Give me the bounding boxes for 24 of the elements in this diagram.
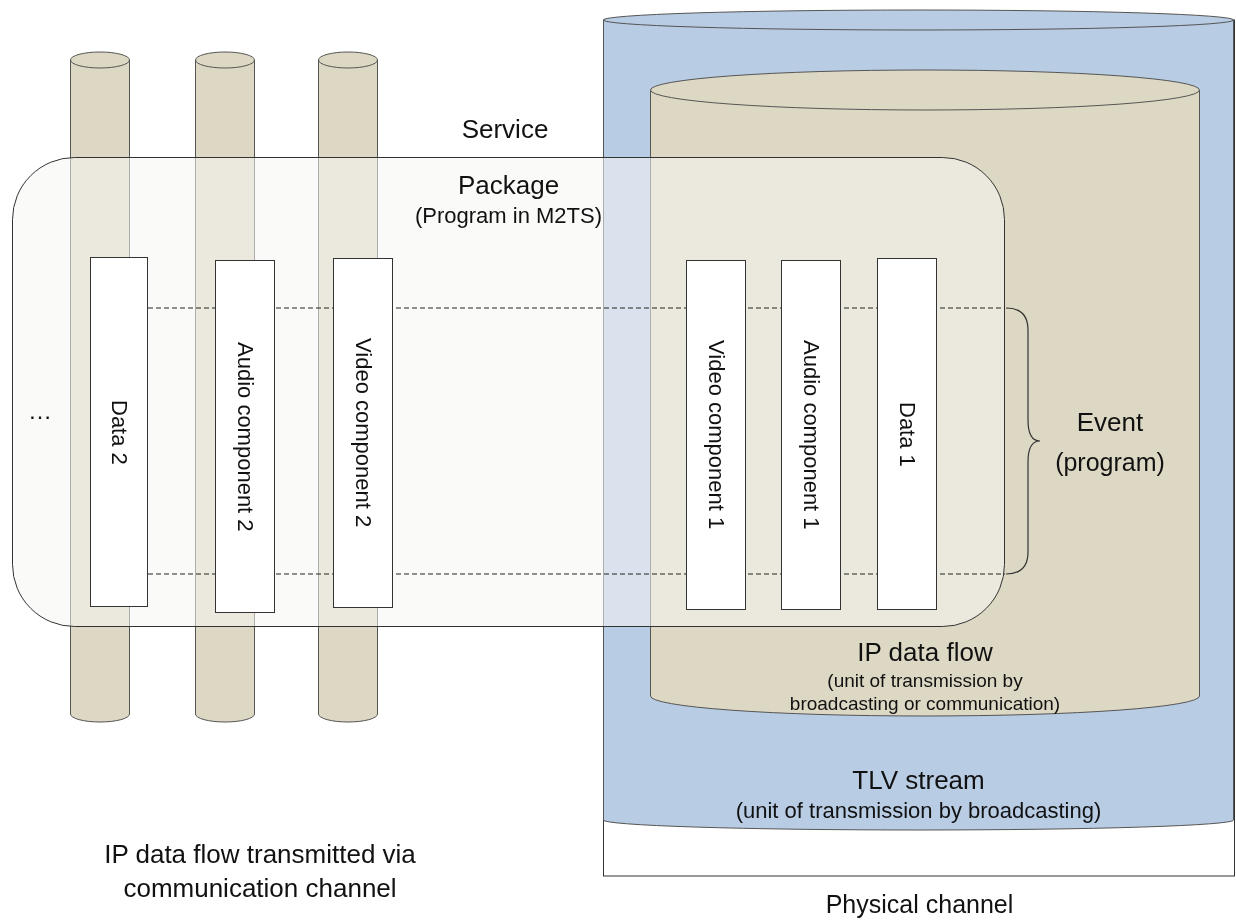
ellipsis: … xyxy=(27,396,53,426)
component-label: Data 2 xyxy=(108,399,130,465)
cylinder-title: TLV stream xyxy=(852,764,985,797)
event-label: (program) xyxy=(1054,447,1166,478)
component-bar xyxy=(215,260,275,613)
cylinder-subtitle: (unit of transmission by broadcasting) xyxy=(735,796,1102,824)
channel-label: Physical channel xyxy=(825,888,1014,920)
component-bar xyxy=(781,260,841,610)
cylinder-subtitle: (unit of transmission by broadcasting or communication) xyxy=(788,668,1062,716)
service-label: Service xyxy=(460,113,550,146)
component-bar xyxy=(90,257,148,607)
flow-label: IP data flow transmitted via communication channel xyxy=(103,838,417,905)
package-title: Package xyxy=(457,169,560,202)
component-label: Data 1 xyxy=(896,401,918,467)
component-label: Audio component 2 xyxy=(234,341,256,532)
component-bar xyxy=(333,258,393,608)
event-label: Event xyxy=(1075,406,1145,439)
component-label: Video component 1 xyxy=(705,340,727,530)
component-label: Video component 2 xyxy=(352,338,374,528)
component-bar xyxy=(686,260,746,610)
component-bar xyxy=(877,258,937,610)
component-label: Audio component 1 xyxy=(800,340,822,530)
package-subtitle: (Program in M2TS) xyxy=(414,201,602,229)
cylinder-title: IP data flow xyxy=(857,636,993,669)
